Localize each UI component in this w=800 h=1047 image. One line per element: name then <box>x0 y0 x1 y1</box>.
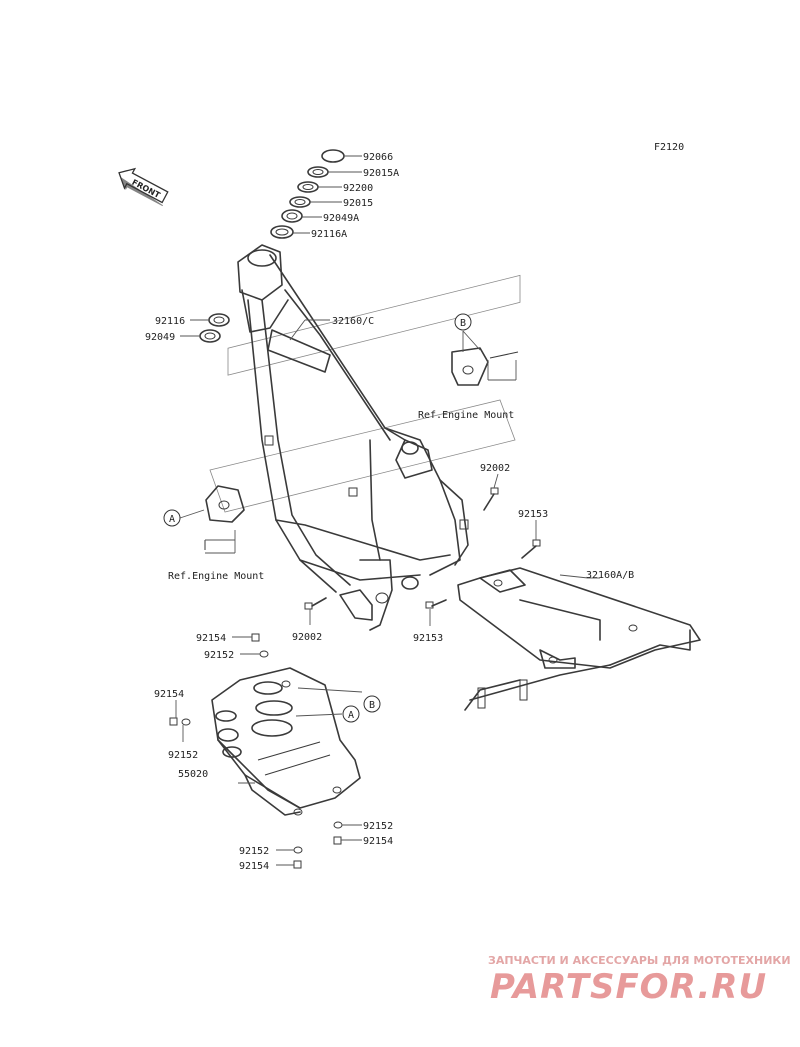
callout-b-top-label: B <box>460 318 466 329</box>
main-frame <box>237 244 469 631</box>
label-92015: 92015 <box>343 198 373 209</box>
callout-b-skid: B <box>363 695 381 713</box>
label-92154-d: 92154 <box>239 861 269 872</box>
label-92066: 92066 <box>363 152 393 163</box>
ref-engine-mount-a: Ref.Engine Mount <box>168 571 264 582</box>
steering-stem-parts <box>199 149 345 343</box>
nut-92015a <box>307 166 329 178</box>
bolt-92002-bottom <box>304 597 327 610</box>
engine-mount-bracket-a <box>204 485 245 550</box>
watermark-logo: PARTSFOR.RU <box>490 967 767 1007</box>
engine-mount-bracket-b <box>451 347 519 386</box>
seal-92049 <box>199 329 221 343</box>
bolt-92153-bottom <box>425 599 447 609</box>
bearing-92116 <box>208 313 230 327</box>
label-92002-right: 92002 <box>480 463 510 474</box>
callout-b-top: B <box>454 313 472 331</box>
collar-92152-a <box>259 650 269 658</box>
callout-a-left-label: A <box>169 514 175 525</box>
cap-92066 <box>321 149 345 163</box>
label-92152-c: 92152 <box>363 821 393 832</box>
label-92154-b: 92154 <box>154 689 184 700</box>
nut-92015 <box>289 196 311 208</box>
label-92049a: 92049A <box>323 213 359 224</box>
bolts <box>304 487 541 610</box>
bolt-92153-right <box>521 539 541 559</box>
label-92154-c: 92154 <box>363 836 393 847</box>
sub-frame <box>457 567 701 711</box>
collar-92152-c <box>333 821 343 829</box>
bolt-92002-right <box>483 487 499 511</box>
bolt-92154-d <box>293 860 302 869</box>
label-92200: 92200 <box>343 183 373 194</box>
callout-b-skid-label: B <box>369 700 375 711</box>
label-32160c: 32160/C <box>332 316 374 327</box>
label-92002-bottom: 92002 <box>292 632 322 643</box>
bolt-92154-a <box>251 633 260 642</box>
label-92152-d: 92152 <box>239 846 269 857</box>
bearing-92116a <box>270 225 294 239</box>
label-92116: 92116 <box>155 316 185 327</box>
label-92152-b: 92152 <box>168 750 198 761</box>
engine-mount-bands <box>209 274 521 513</box>
ref-engine-mount-b: Ref.Engine Mount <box>418 410 514 421</box>
label-92116a: 92116A <box>311 229 347 240</box>
leader-lines <box>175 155 600 866</box>
bolt-92154-b <box>169 717 178 726</box>
watermark-tagline: ЗАПЧАСТИ И АКСЕССУАРЫ ДЛЯ МОТОТЕХНИКИ <box>488 954 791 967</box>
label-92153-bottom: 92153 <box>413 633 443 644</box>
bolt-92154-c <box>333 836 342 845</box>
collar-92152-d <box>293 846 303 854</box>
callout-a-left: A <box>163 509 181 527</box>
figure-number: F2120 <box>654 142 684 153</box>
seal-92049a <box>281 209 303 223</box>
label-55020: 55020 <box>178 769 208 780</box>
skid-plate-55020 <box>211 667 361 816</box>
label-92154-a: 92154 <box>196 633 226 644</box>
label-92015a: 92015A <box>363 168 399 179</box>
collar-92152-b <box>181 718 191 726</box>
front-arrow-icon: FRONT <box>118 167 169 207</box>
label-32160ab: 32160A/B <box>586 570 634 581</box>
callout-a-skid-label: A <box>348 710 354 721</box>
callout-a-skid: A <box>342 705 360 723</box>
label-92049: 92049 <box>145 332 175 343</box>
label-92153-right: 92153 <box>518 509 548 520</box>
watermark: ЗАПЧАСТИ И АКСЕССУАРЫ ДЛЯ МОТОТЕХНИКИ PA… <box>488 954 791 1007</box>
label-92152-a: 92152 <box>204 650 234 661</box>
washer-92200 <box>297 181 319 193</box>
part-labels: 92066 92015A 92200 92015 92049A 92116A 9… <box>145 152 634 872</box>
